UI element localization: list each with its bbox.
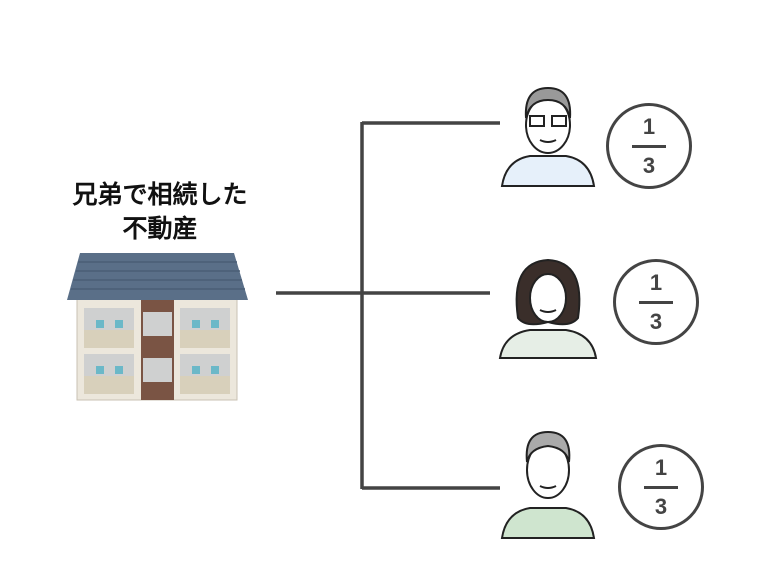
share-numerator: 1 [649, 269, 663, 295]
share-numerator: 1 [642, 113, 656, 139]
share-badge-heir-2: 1 3 [613, 259, 699, 345]
elderly-man-avatar [500, 430, 596, 539]
share-badge-heir-1: 1 3 [606, 103, 692, 189]
fraction-bar [639, 300, 673, 304]
title-line-1: 兄弟で相続した [72, 180, 248, 209]
share-badge-heir-3: 1 3 [618, 444, 704, 530]
woman-avatar [498, 258, 598, 359]
share-numerator: 1 [654, 454, 668, 480]
fraction-bar [632, 144, 666, 148]
share-denominator: 3 [642, 152, 656, 178]
title-line-2: 不動産 [122, 214, 198, 243]
connector-lines [276, 121, 500, 490]
fraction-bar [644, 485, 678, 489]
property-title: 兄弟で相続した 不動産 [40, 178, 280, 246]
man-with-glasses-avatar [500, 86, 596, 187]
apartment-building-icon [67, 253, 248, 401]
share-denominator: 3 [649, 308, 663, 334]
share-denominator: 3 [654, 493, 668, 519]
